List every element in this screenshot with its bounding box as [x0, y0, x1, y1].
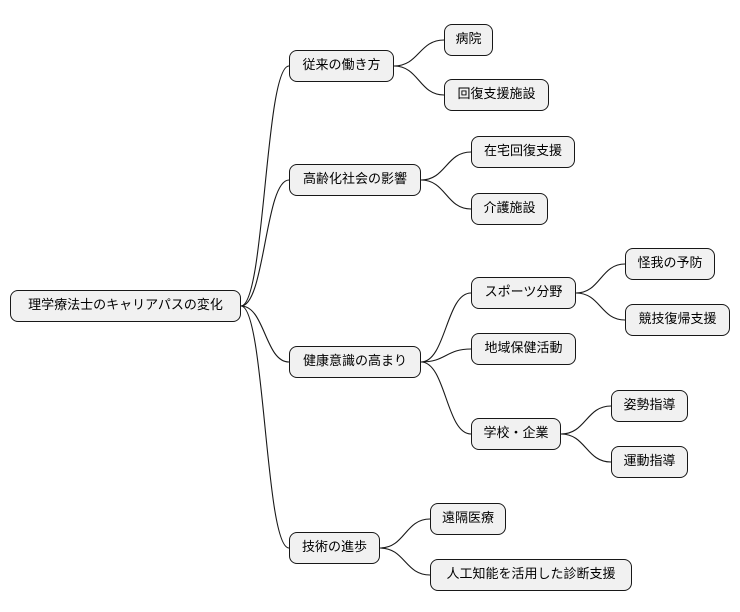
leaf-node-injury-prevention: 怪我の予防 — [625, 248, 715, 280]
sub-node-community-health: 地域保健活動 — [471, 333, 576, 365]
leaf-node-posture-guidance: 姿勢指導 — [611, 390, 688, 422]
connector-branch-node-aging-society-to-leaf-node-care-facility — [420, 179, 472, 210]
connector-sub-node-sports-field-to-leaf-node-injury-prevention — [575, 263, 626, 294]
connector-sub-node-school-company-to-leaf-node-posture-guidance — [560, 405, 612, 435]
leaf-node-telemedicine: 遠隔医療 — [430, 503, 506, 535]
branch-node-aging-society: 高齢化社会の影響 — [289, 164, 421, 196]
leaf-node-ai-diagnosis-support: 人工知能を活用した診断支援 — [430, 559, 632, 591]
leaf-node-recovery-support-facility: 回復支援施設 — [444, 79, 549, 111]
sub-node-school-company: 学校・企業 — [471, 418, 561, 450]
connector-branch-node-health-awareness-to-sub-node-community-health — [420, 348, 472, 363]
connector-branch-node-aging-society-to-leaf-node-home-recovery-support — [420, 151, 472, 181]
leaf-node-home-recovery-support: 在宅回復支援 — [471, 136, 575, 168]
leaf-node-care-facility: 介護施設 — [471, 193, 548, 225]
connector-branch-node-traditional-work-to-leaf-node-hospital — [393, 39, 445, 67]
leaf-node-exercise-guidance: 運動指導 — [611, 446, 688, 478]
connector-sub-node-school-company-to-leaf-node-exercise-guidance — [560, 433, 612, 463]
connector-root-node-to-branch-node-traditional-work — [240, 65, 290, 307]
connector-branch-node-health-awareness-to-sub-node-sports-field — [420, 292, 472, 363]
branch-node-technology-progress: 技術の進歩 — [289, 532, 380, 564]
connector-root-node-to-branch-node-technology-progress — [240, 305, 290, 549]
connector-root-node-to-branch-node-aging-society — [240, 179, 290, 307]
connector-branch-node-technology-progress-to-leaf-node-telemedicine — [379, 518, 431, 549]
leaf-node-hospital: 病院 — [444, 24, 493, 56]
branch-node-traditional-work: 従来の働き方 — [289, 50, 394, 82]
connector-root-node-to-branch-node-health-awareness — [240, 305, 290, 363]
connector-branch-node-health-awareness-to-sub-node-school-company — [420, 361, 472, 435]
connector-branch-node-technology-progress-to-leaf-node-ai-diagnosis-support — [379, 547, 431, 576]
root-node: 理学療法士のキャリアパスの変化 — [10, 290, 241, 322]
leaf-node-return-to-competition: 競技復帰支援 — [625, 304, 730, 336]
connector-sub-node-sports-field-to-leaf-node-return-to-competition — [575, 292, 626, 321]
branch-node-health-awareness: 健康意識の高まり — [289, 346, 421, 378]
connector-branch-node-traditional-work-to-leaf-node-recovery-support-facility — [393, 65, 445, 96]
sub-node-sports-field: スポーツ分野 — [471, 277, 576, 309]
